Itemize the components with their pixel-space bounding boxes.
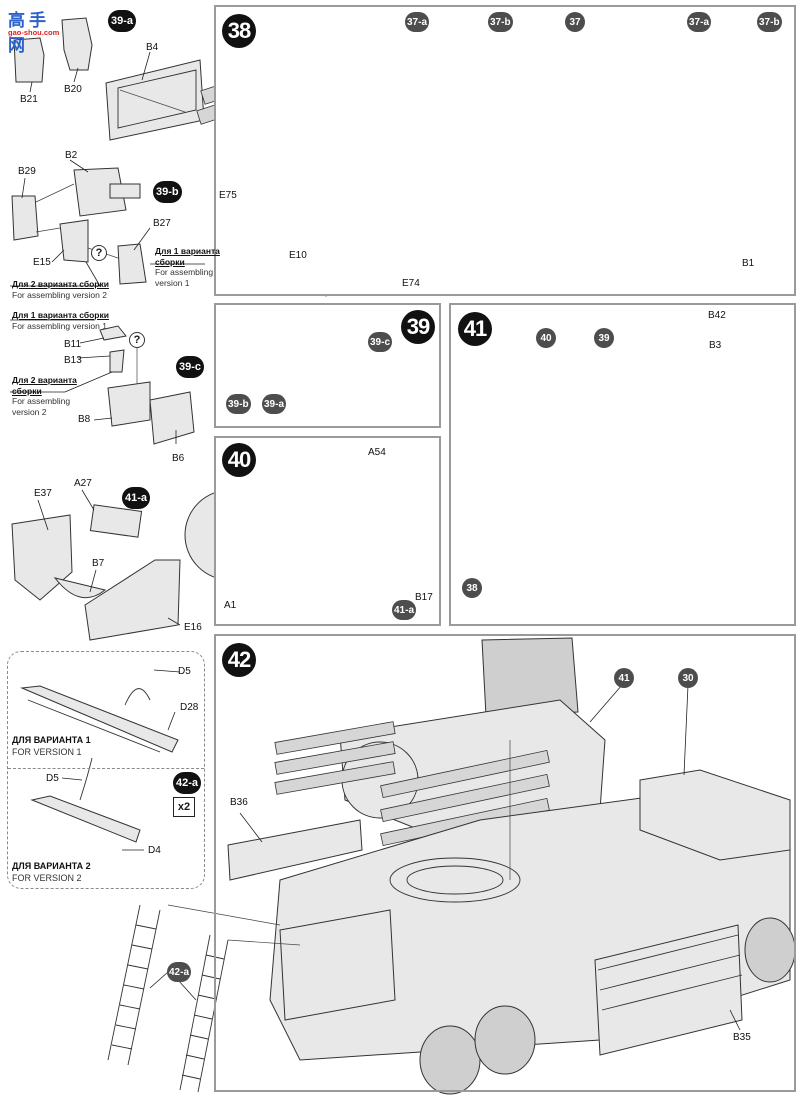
version2-note-ru: Для 2 варианта сборки [12, 279, 109, 289]
step-38-panel [214, 5, 796, 296]
ref-badge-41a: 41-a [392, 600, 417, 620]
version2-label-en: FOR VERSION 2 [12, 873, 82, 883]
ref-badge-37b-right: 37-b [757, 12, 782, 32]
part-label-a27: A27 [74, 478, 92, 489]
question-mark-icon-39b: ? [91, 245, 107, 261]
substep-badge-39b: 39-b [153, 181, 182, 203]
version2-note-en-line2-39c: version 2 [12, 407, 47, 417]
part-label-e75: E75 [219, 190, 237, 201]
version1-note-ru-line1: Для 1 варианта [155, 246, 220, 256]
step-42-art [107, 637, 796, 1095]
part-label-b13: B13 [64, 355, 82, 366]
ref-badge-39: 39 [594, 328, 614, 348]
substep-badge-42a: 42-a [173, 772, 202, 794]
ref-badge-41: 41 [614, 668, 634, 688]
ref-badge-39a: 39-a [262, 394, 287, 414]
part-label-b3: B3 [709, 340, 722, 351]
ref-badge-37a-right: 37-a [687, 12, 712, 32]
part-label-b21: B21 [20, 94, 38, 105]
version2-note-en: For assembling version 2 [12, 290, 107, 300]
sub-39a-art [13, 17, 205, 141]
part-label-b20: B20 [64, 84, 82, 95]
part-label-b7: B7 [92, 558, 105, 569]
part-label-b42: B42 [708, 310, 726, 321]
version1-note-en-line1: For assembling [155, 267, 214, 277]
version1-note-ru-line2: сборки [155, 257, 185, 267]
step-42-panel [214, 634, 796, 1092]
part-label-a54: A54 [368, 447, 386, 458]
part-label-e16: E16 [184, 622, 202, 633]
version1-note-en-line2: version 1 [155, 278, 190, 288]
part-label-b36: B36 [230, 797, 248, 808]
step-39-panel [214, 303, 441, 428]
sub-41a-art [11, 489, 181, 641]
part-label-b27: B27 [153, 218, 171, 229]
question-mark-icon-39c: ? [129, 332, 145, 348]
step-badge-40: 40 [222, 443, 256, 477]
ref-badge-42a: 42-a [167, 962, 192, 982]
version2-note-ru-line1-39c: Для 2 варианта [12, 375, 77, 385]
ref-badge-37a-left: 37-a [405, 12, 430, 32]
part-label-e10: E10 [289, 250, 307, 261]
part-label-e37: E37 [34, 488, 52, 499]
part-label-b8: B8 [78, 414, 91, 425]
ref-badge-39c: 39-c [368, 332, 393, 352]
part-label-b17: B17 [415, 592, 433, 603]
ref-badge-37: 37 [565, 12, 585, 32]
sub-39c-art [10, 319, 195, 445]
part-label-d5-v1: D5 [178, 666, 191, 677]
part-label-a1: A1 [224, 600, 237, 611]
ref-badge-37b-left: 37-b [488, 12, 513, 32]
step-badge-39: 39 [401, 310, 435, 344]
part-label-b29: B29 [18, 166, 36, 177]
version2-note-ru-line2-39c: сборки [12, 386, 42, 396]
step-badge-41: 41 [458, 312, 492, 346]
part-label-e74: E74 [402, 278, 420, 289]
version-divider [8, 768, 204, 769]
quantity-multiplier: x2 [173, 797, 195, 817]
sub-39b-art [10, 159, 205, 287]
part-label-b1: B1 [742, 258, 755, 269]
version1-label-en: FOR VERSION 1 [12, 747, 82, 757]
version1-note-ru-39c: Для 1 варианта сборки [12, 310, 109, 320]
watermark-logo: 高手网 [8, 11, 50, 55]
version2-note-en-line1-39c: For assembling [12, 396, 71, 406]
ref-badge-40: 40 [536, 328, 556, 348]
part-label-b35: B35 [733, 1032, 751, 1043]
ref-badge-30: 30 [678, 668, 698, 688]
ref-badge-39b: 39-b [226, 394, 251, 414]
version1-label-ru: ДЛЯ ВАРИАНТА 1 [12, 735, 91, 745]
part-label-b4: B4 [146, 42, 159, 53]
part-label-e15: E15 [33, 257, 51, 268]
version1-note-en-39c: For assembling version 1 [12, 321, 107, 331]
ref-badge-38: 38 [462, 578, 482, 598]
step-badge-38: 38 [222, 14, 256, 48]
substep-42a-box [7, 651, 205, 889]
sub-42a-art [20, 669, 181, 851]
substep-badge-39a: 39-a [108, 10, 137, 32]
part-label-b6: B6 [172, 453, 185, 464]
version2-label-ru: ДЛЯ ВАРИАНТА 2 [12, 861, 91, 871]
part-label-b2: B2 [65, 150, 78, 161]
part-label-b11: B11 [64, 339, 82, 350]
site-watermark: 高手网 gao-shou.com [8, 6, 70, 55]
part-label-d4: D4 [148, 845, 161, 856]
substep-badge-39c: 39-c [176, 356, 205, 378]
substep-badge-41a: 41-a [122, 487, 151, 509]
watermark-url: gao-shou.com [8, 28, 60, 37]
step-badge-42: 42 [222, 643, 256, 677]
step-41-panel [449, 303, 796, 626]
part-label-d5-v2: D5 [46, 773, 59, 784]
part-label-d28: D28 [180, 702, 199, 713]
